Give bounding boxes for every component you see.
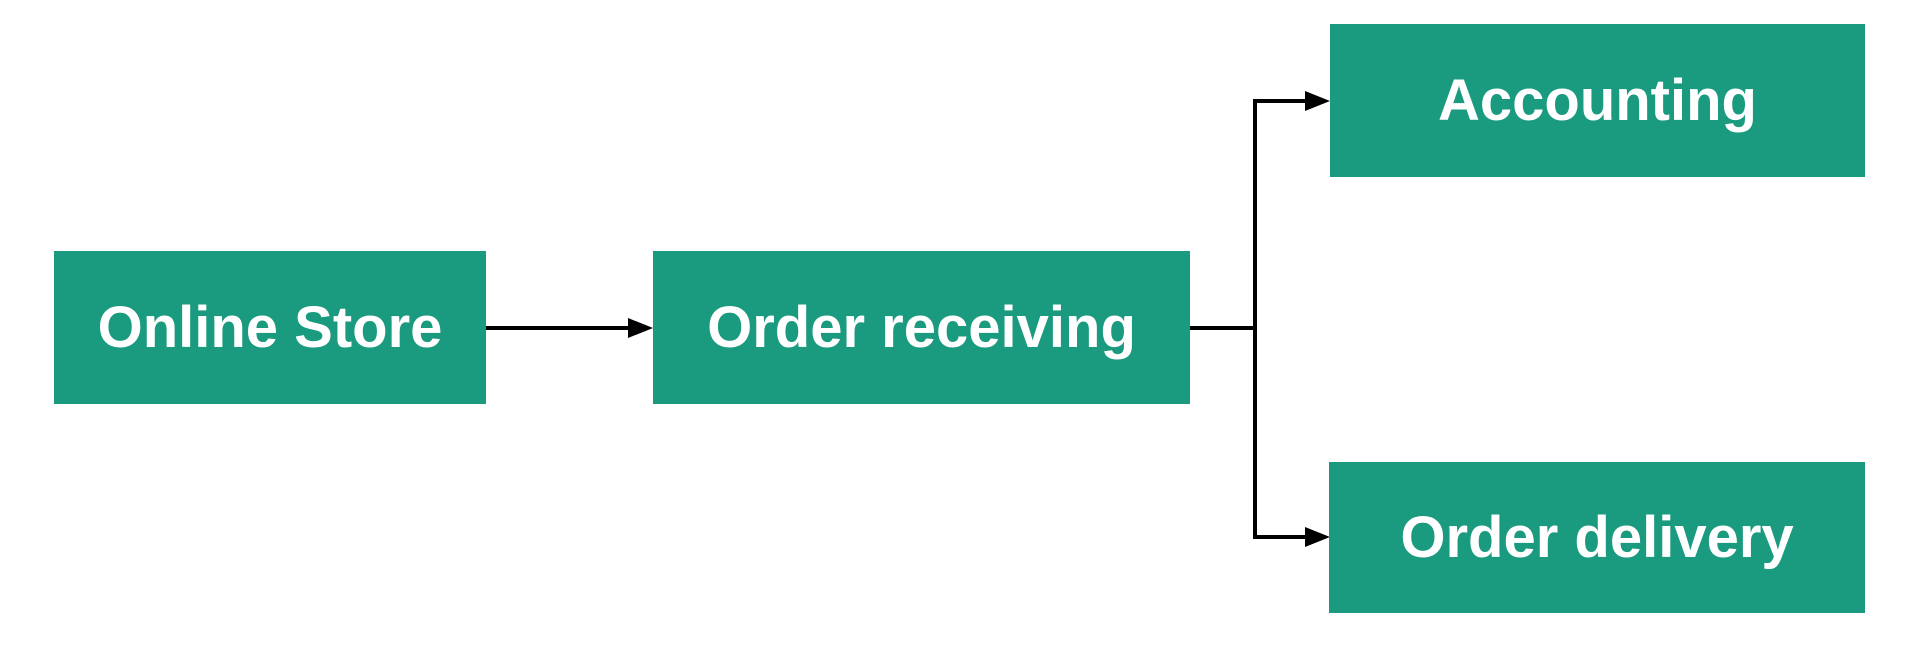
node-online-store: Online Store <box>54 251 486 404</box>
node-order-delivery: Order delivery <box>1329 462 1865 613</box>
node-order-receiving: Order receiving <box>653 251 1190 404</box>
edge-online-store-to-order-receiving <box>486 318 653 338</box>
arrowhead-icon <box>628 318 653 338</box>
arrowhead-icon <box>1305 91 1330 111</box>
arrowhead-icon <box>1305 527 1330 547</box>
edge-order-receiving-to-order-delivery <box>1253 326 1330 547</box>
edge-order-receiving-to-accounting <box>1190 91 1330 330</box>
node-accounting-label: Accounting <box>1438 67 1757 133</box>
node-accounting: Accounting <box>1330 24 1865 177</box>
node-order-receiving-label: Order receiving <box>707 294 1136 360</box>
node-online-store-label: Online Store <box>97 294 443 360</box>
node-order-delivery-label: Order delivery <box>1400 504 1794 570</box>
